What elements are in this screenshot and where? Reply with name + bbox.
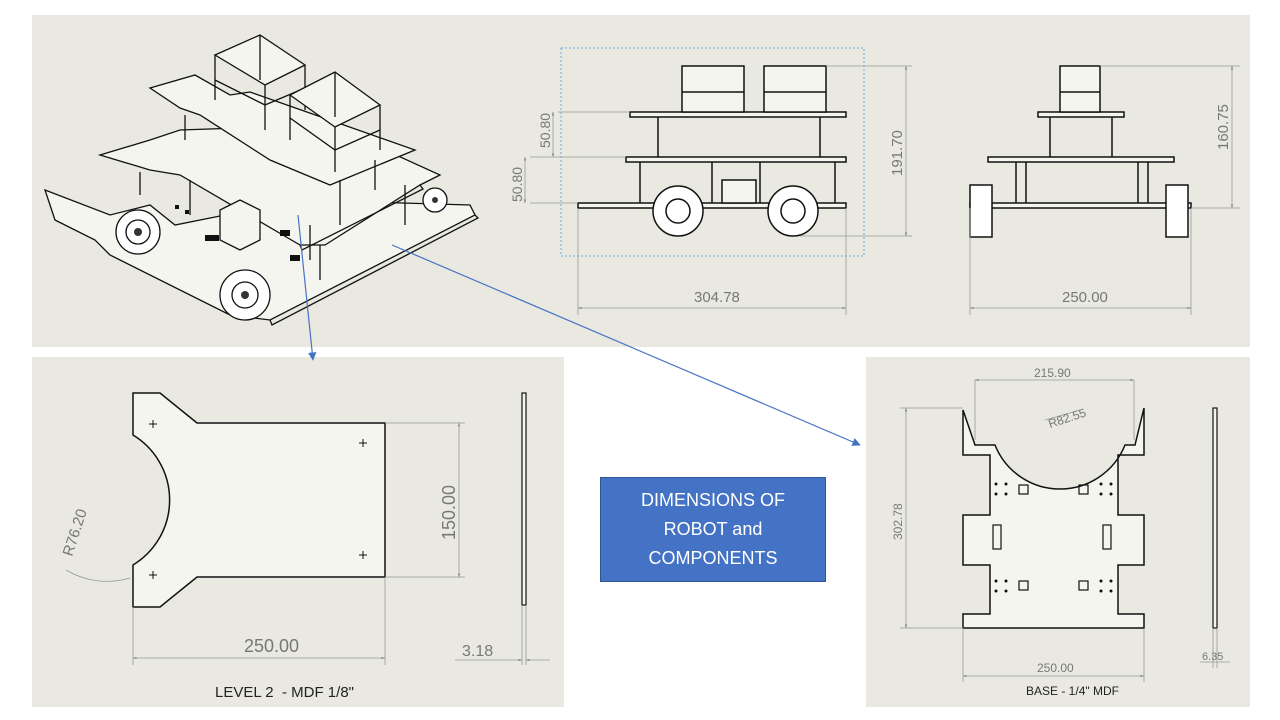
level2-connector-arrow — [297, 214, 317, 361]
side-height-label: 160.75 — [1215, 104, 1232, 150]
front-width-label: 304.78 — [694, 289, 740, 306]
base-thickness-label: 6.35 — [1202, 651, 1223, 663]
base-radius-label: R82.55 — [1047, 405, 1088, 430]
base-plate-drawing: 215.90 R82.55 302.78 250.00 6.35 — [891, 366, 1230, 682]
title-line-1: DIMENSIONS OF — [640, 490, 785, 510]
base-connector-arrow — [391, 244, 861, 446]
side-view: 160.75 250.00 — [969, 65, 1240, 315]
base-top-width-label: 215.90 — [1034, 366, 1071, 380]
front-total-height-label: 191.70 — [889, 130, 906, 176]
level2-plate-drawing: R76.20 150.00 250.00 3.18 — [60, 392, 550, 665]
front-view: 50.80 50.80 191.70 304.78 — [509, 47, 912, 315]
title-line-2: ROBOT and — [663, 519, 763, 539]
level2-thickness-label: 3.18 — [462, 643, 493, 660]
diagram-title-box: DIMENSIONS OF ROBOT and COMPONENTS — [600, 477, 826, 582]
isometric-robot-view — [43, 34, 480, 326]
side-width-label: 250.00 — [1062, 289, 1108, 306]
front-lower-height-label: 50.80 — [509, 167, 525, 202]
base-width-label: 250.00 — [1037, 661, 1074, 675]
selection-box — [560, 47, 865, 257]
level2-caption: LEVEL 2 - MDF 1/8" — [215, 684, 354, 701]
level2-radius-label: R76.20 — [60, 507, 91, 558]
level2-width-label: 250.00 — [244, 636, 299, 656]
base-height-label: 302.78 — [891, 503, 905, 540]
front-upper-height-label: 50.80 — [537, 113, 553, 148]
title-line-3: COMPONENTS — [648, 548, 778, 568]
base-caption: BASE - 1/4" MDF — [1026, 684, 1119, 698]
level2-height-label: 150.00 — [439, 485, 459, 540]
